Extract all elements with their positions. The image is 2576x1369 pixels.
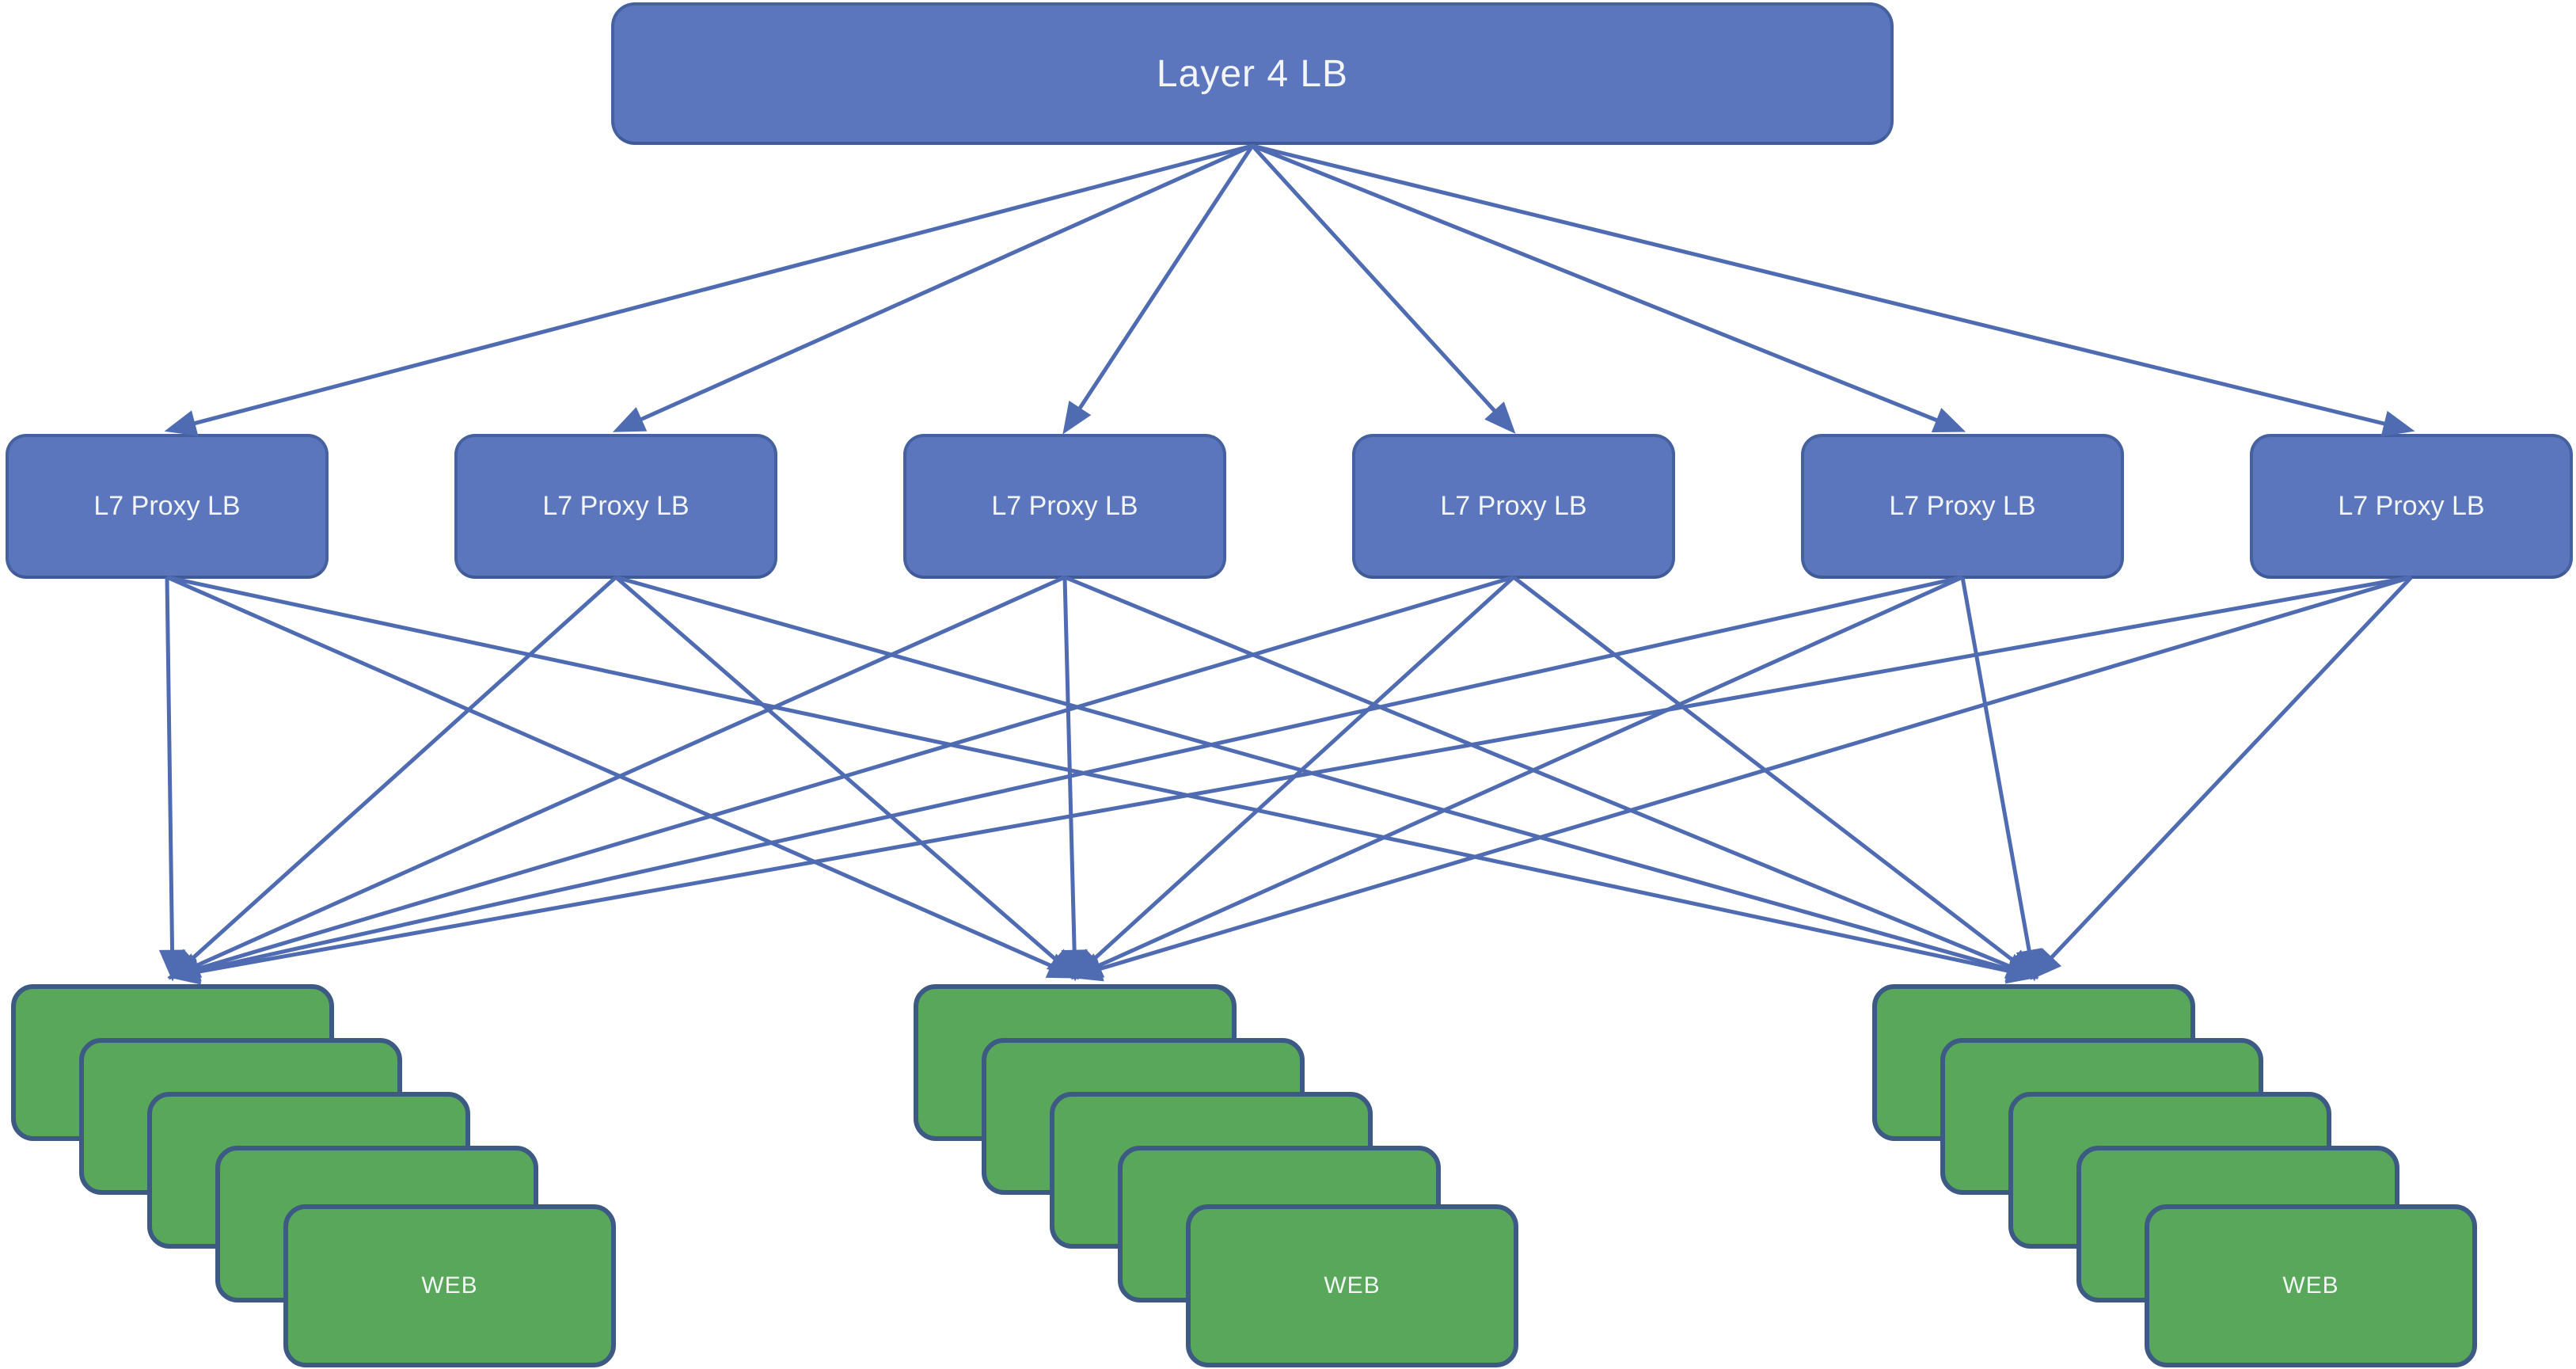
web-label: WEB bbox=[2282, 1272, 2339, 1299]
web-server-front-box: WEB bbox=[283, 1204, 616, 1367]
web-label: WEB bbox=[1324, 1272, 1381, 1299]
l7-proxy-label: L7 Proxy LB bbox=[1440, 491, 1587, 521]
web-label: WEB bbox=[421, 1272, 478, 1299]
l7-proxy-label: L7 Proxy LB bbox=[93, 491, 241, 521]
l7-proxy-node-1: L7 Proxy LB bbox=[6, 434, 329, 579]
layer4-to-l7-arrows bbox=[164, 143, 2415, 437]
l7-proxy-label: L7 Proxy LB bbox=[2338, 491, 2485, 521]
l7-proxy-node-5: L7 Proxy LB bbox=[1801, 434, 2124, 579]
layer4-lb-label: Layer 4 LB bbox=[1156, 52, 1349, 95]
l7-proxy-node-2: L7 Proxy LB bbox=[454, 434, 777, 579]
l7-proxy-node-6: L7 Proxy LB bbox=[2250, 434, 2573, 579]
layer4-lb-node: Layer 4 LB bbox=[611, 2, 1894, 145]
l7-to-web-arrows bbox=[158, 575, 2413, 985]
l7-proxy-label: L7 Proxy LB bbox=[1889, 491, 2036, 521]
web-server-front-box: WEB bbox=[1186, 1204, 1518, 1367]
l7-proxy-node-3: L7 Proxy LB bbox=[903, 434, 1226, 579]
web-server-front-box: WEB bbox=[2145, 1204, 2477, 1367]
l7-proxy-label: L7 Proxy LB bbox=[542, 491, 690, 521]
l7-proxy-node-4: L7 Proxy LB bbox=[1352, 434, 1675, 579]
l7-proxy-label: L7 Proxy LB bbox=[991, 491, 1138, 521]
